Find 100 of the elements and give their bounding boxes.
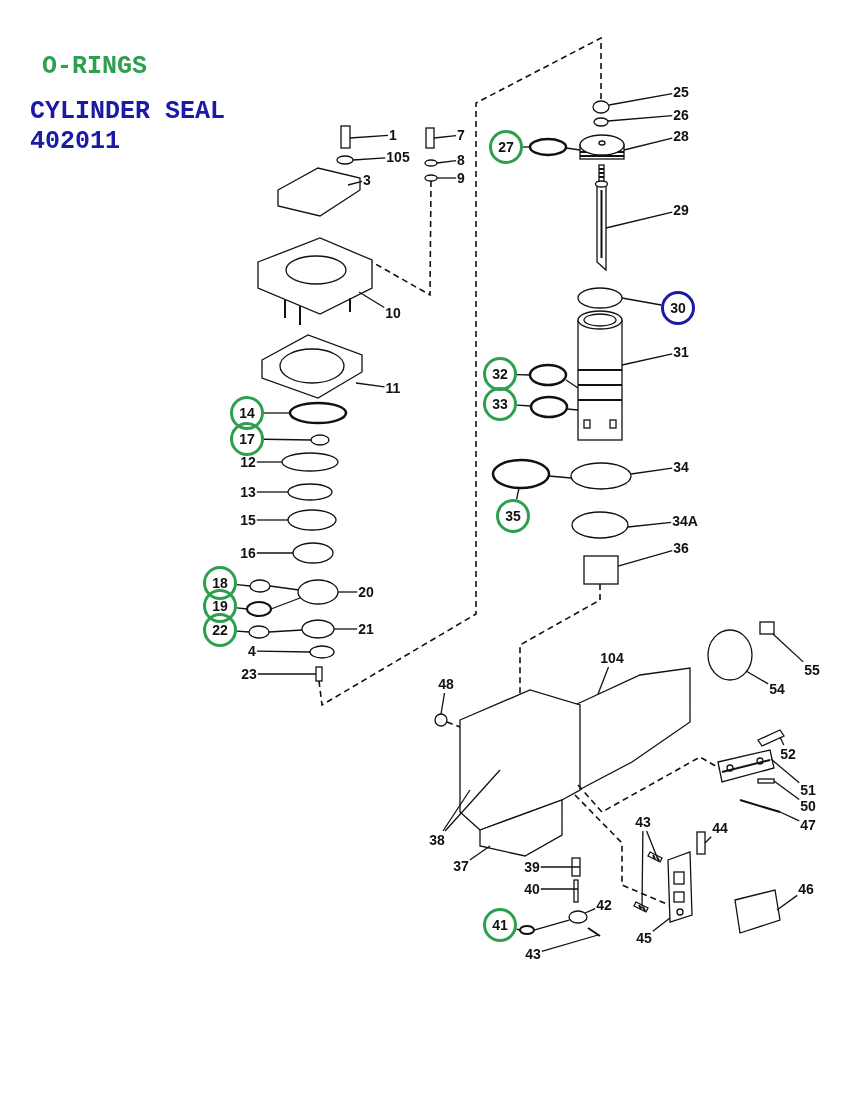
callout-number: 1 <box>389 127 397 143</box>
pin-drawing <box>647 851 663 863</box>
circled-callout-number: 30 <box>661 291 695 325</box>
callout-number: 11 <box>385 380 401 396</box>
callout-number: 15 <box>240 512 256 528</box>
screw-drawing <box>425 127 435 149</box>
callout-number: 44 <box>712 820 728 836</box>
callout-number: 3 <box>363 172 371 188</box>
o-ring-drawing <box>529 395 569 419</box>
callout-number: 104 <box>600 650 624 666</box>
callout-number: 52 <box>780 746 796 762</box>
leader-line <box>256 491 289 493</box>
leader-line <box>627 521 672 528</box>
leader-line <box>436 177 457 179</box>
callout-number: 51 <box>800 782 816 798</box>
leader-line <box>236 630 250 633</box>
center-line <box>371 180 432 297</box>
circled-callout-number: 35 <box>496 499 530 533</box>
o-ring-drawing <box>288 401 348 425</box>
leader-line <box>652 917 671 932</box>
callout-number: 29 <box>673 202 689 218</box>
leader-line <box>347 180 363 186</box>
callout-number: 13 <box>240 484 256 500</box>
leader-line <box>442 789 471 832</box>
valve-drawing <box>297 579 339 605</box>
gasket-drawing <box>261 334 363 399</box>
leader-line <box>645 830 658 858</box>
seal-ring-drawing <box>577 287 623 309</box>
leader-line <box>745 670 769 685</box>
circled-callout-number: 22 <box>203 613 237 647</box>
o-ring-drawing <box>310 434 330 446</box>
leader-line <box>263 412 291 414</box>
callout-number: 4 <box>248 643 256 659</box>
valve-drawing <box>301 619 335 639</box>
callout-number: 23 <box>241 666 257 682</box>
callout-number: 9 <box>457 170 465 186</box>
pin-drawing <box>587 927 601 937</box>
center-line <box>519 583 601 696</box>
spring-drawing <box>696 831 706 855</box>
callout-number: 46 <box>798 881 814 897</box>
leader-line <box>533 919 570 931</box>
plug-drawing <box>434 713 448 727</box>
leader-line <box>270 597 301 610</box>
leader-line <box>641 830 644 909</box>
callout-number: 48 <box>438 676 454 692</box>
ring-drawing <box>287 509 337 531</box>
leader-line <box>704 836 712 844</box>
callout-number: 105 <box>386 149 410 165</box>
o-ring-drawing <box>528 363 568 387</box>
piston-drawing <box>579 134 625 160</box>
leader-line <box>263 438 312 441</box>
leader-line <box>540 888 579 890</box>
pin-drawing <box>757 729 785 747</box>
pin-drawing <box>573 879 579 903</box>
leader-line <box>236 584 251 587</box>
leader-line <box>773 780 800 801</box>
callout-number: 54 <box>769 681 785 697</box>
leader-line <box>779 736 785 746</box>
cup-drawing <box>570 462 632 490</box>
leader-line <box>257 673 317 675</box>
leader-line <box>436 159 457 164</box>
callout-number: 31 <box>673 344 689 360</box>
leader-line <box>515 487 520 501</box>
callout-number: 28 <box>673 128 689 144</box>
circled-callout-number: 33 <box>483 387 517 421</box>
callout-number: 37 <box>453 858 469 874</box>
leader-line <box>607 115 673 122</box>
callout-number: 55 <box>804 662 820 678</box>
callout-number: 10 <box>385 305 401 321</box>
leader-line <box>516 404 532 407</box>
circled-callout-number: 41 <box>483 908 517 942</box>
trigger-drawing <box>717 749 775 783</box>
o-ring-drawing <box>248 625 270 639</box>
leader-line <box>608 92 673 106</box>
leader-line <box>617 549 673 567</box>
circled-callout-number: 18 <box>203 566 237 600</box>
callout-number: 40 <box>524 881 540 897</box>
rod-drawing <box>594 164 609 272</box>
leader-line <box>605 211 673 229</box>
leader-line <box>630 467 673 475</box>
base-drawing <box>257 237 373 326</box>
sleeve-drawing <box>292 542 334 564</box>
center-line <box>577 756 720 813</box>
washer-drawing <box>593 117 609 127</box>
leader-line <box>515 928 521 931</box>
nut-drawing <box>583 555 619 585</box>
washer-drawing <box>336 155 354 165</box>
leader-line <box>770 758 800 784</box>
leader-line <box>541 934 599 953</box>
callout-number: 47 <box>800 817 816 833</box>
circled-callout-number: 19 <box>203 589 237 623</box>
leader-line <box>584 908 596 914</box>
leader-line <box>522 146 531 148</box>
leader-line <box>777 810 800 822</box>
o-ring-drawing <box>249 579 271 593</box>
leader-line <box>349 134 389 139</box>
leader-line <box>256 552 294 554</box>
center-line <box>574 794 670 906</box>
nose-drawing <box>479 799 563 857</box>
callout-number: 7 <box>457 127 465 143</box>
